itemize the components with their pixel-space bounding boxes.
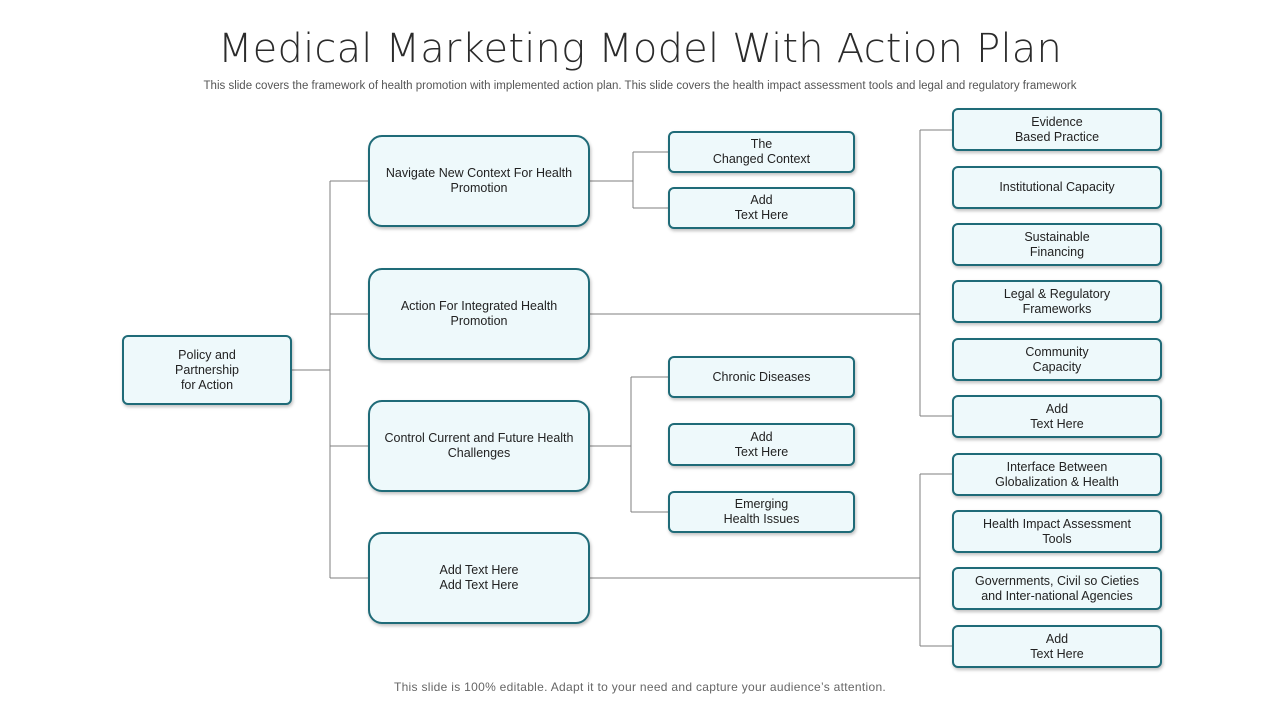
leaf-node-add-text: Add Text Here bbox=[668, 187, 855, 229]
root-node-policy-and-partnership: Policy and Partnership for Action bbox=[122, 335, 292, 405]
leaf-node-add-text: Add Text Here bbox=[668, 423, 855, 466]
leaf-node-chronic-diseases: Chronic Diseases bbox=[668, 356, 855, 398]
branch-node-add-text: Add Text Here Add Text Here bbox=[368, 532, 590, 624]
leaf-node-add-text: Add Text Here bbox=[952, 625, 1162, 668]
leaf-node-add-text: Add Text Here bbox=[952, 395, 1162, 438]
leaf-node-globalization-health: Interface Between Globalization & Health bbox=[952, 453, 1162, 496]
slide-subtitle: This slide covers the framework of healt… bbox=[203, 80, 1077, 92]
leaf-node-governments-agencies: Governments, Civil so Cieties and Inter-… bbox=[952, 567, 1162, 610]
leaf-node-legal-regulatory-frameworks: Legal & Regulatory Frameworks bbox=[952, 280, 1162, 323]
leaf-node-institutional-capacity: Institutional Capacity bbox=[952, 166, 1162, 209]
leaf-node-evidence-based-practice: Evidence Based Practice bbox=[952, 108, 1162, 151]
leaf-node-health-impact-assessment: Health Impact Assessment Tools bbox=[952, 510, 1162, 553]
slide-title: Medical Marketing Model With Action Plan bbox=[217, 26, 1063, 72]
leaf-node-changed-context: The Changed Context bbox=[668, 131, 855, 173]
slide-footer-note: This slide is 100% editable. Adapt it to… bbox=[393, 680, 887, 694]
branch-node-control-health-challenges: Control Current and Future Health Challe… bbox=[368, 400, 590, 492]
branch-node-navigate-new-context: Navigate New Context For Health Promotio… bbox=[368, 135, 590, 227]
branch-node-action-integrated-health: Action For Integrated Health Promotion bbox=[368, 268, 590, 360]
leaf-node-emerging-health-issues: Emerging Health Issues bbox=[668, 491, 855, 533]
leaf-node-community-capacity: Community Capacity bbox=[952, 338, 1162, 381]
leaf-node-sustainable-financing: Sustainable Financing bbox=[952, 223, 1162, 266]
